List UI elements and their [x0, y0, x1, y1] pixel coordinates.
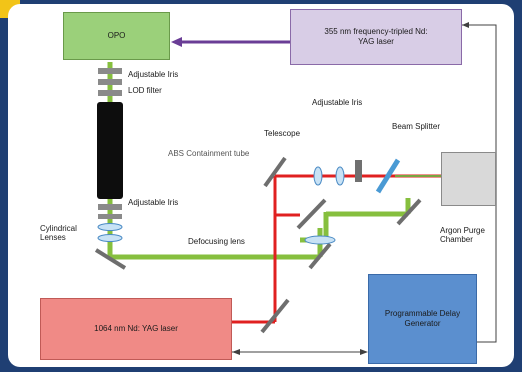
label-adjustable-iris-top: Adjustable Iris	[128, 70, 179, 79]
opo-box: OPO	[63, 12, 170, 60]
signal-arrow-top	[462, 22, 469, 28]
beam-splitter	[375, 158, 401, 194]
ir-laser-box: 1064 nm Nd: YAG laser	[40, 298, 232, 360]
mirror-green-bottom	[94, 248, 127, 270]
opo-label: OPO	[107, 31, 126, 40]
signal-line-top	[462, 24, 497, 180]
label-argon-chamber-text: Argon Purge Chamber	[440, 226, 485, 245]
lod-filter-bar	[98, 90, 122, 96]
abs-tube	[97, 102, 123, 199]
mirror-right-lower	[396, 198, 422, 226]
iris-mid-bar-1	[98, 204, 122, 210]
label-defocusing-lens: Defocusing lens	[188, 237, 245, 246]
uv-laser-label: 355 nm frequency-tripled Nd: YAG laser	[324, 27, 428, 46]
iris-top-bar-1	[98, 68, 122, 74]
mirror-right-bottom	[308, 242, 332, 270]
label-lod-filter: LOD filter	[128, 86, 162, 95]
cylindrical-lens-2	[97, 234, 123, 242]
iris-mid-bar-2	[98, 214, 122, 219]
label-telescope: Telescope	[264, 129, 301, 138]
label-adjustable-iris-mid: Adjustable Iris	[128, 198, 179, 207]
uv-beam-arrowhead	[171, 37, 182, 47]
delay-generator-label: Programmable Delay Generator	[384, 309, 461, 328]
label-cylindrical-lenses-text: Cylindrical Lenses	[40, 224, 77, 243]
argon-chamber-box	[441, 152, 496, 206]
signal-arrow-ir	[360, 349, 368, 355]
mirror-mid	[296, 198, 327, 230]
telescope-lens-1	[313, 166, 323, 186]
label-adjustable-iris-red: Adjustable Iris	[312, 98, 363, 107]
uv-laser-box: 355 nm frequency-tripled Nd: YAG laser	[290, 9, 462, 65]
telescope-lens-2	[335, 166, 345, 186]
iris-top-bar-2	[98, 79, 122, 85]
label-beam-splitter: Beam Splitter	[392, 122, 441, 131]
delay-generator-box: Programmable Delay Generator	[368, 274, 477, 364]
mirror-top-left	[263, 156, 287, 188]
signal-line-right	[477, 180, 497, 343]
label-argon-chamber: Argon Purge Chamber	[440, 226, 502, 244]
defocusing-lens	[304, 235, 336, 245]
cylindrical-lens-1	[97, 223, 123, 231]
ir-laser-label: 1064 nm Nd: YAG laser	[94, 324, 178, 333]
label-cylindrical-lenses: Cylindrical Lenses	[40, 224, 96, 242]
signal-arrow-delay	[232, 349, 240, 355]
mirror-bottom	[260, 298, 290, 334]
label-abs-tube: ABS Containment tube	[168, 149, 250, 158]
red-iris	[355, 160, 362, 182]
